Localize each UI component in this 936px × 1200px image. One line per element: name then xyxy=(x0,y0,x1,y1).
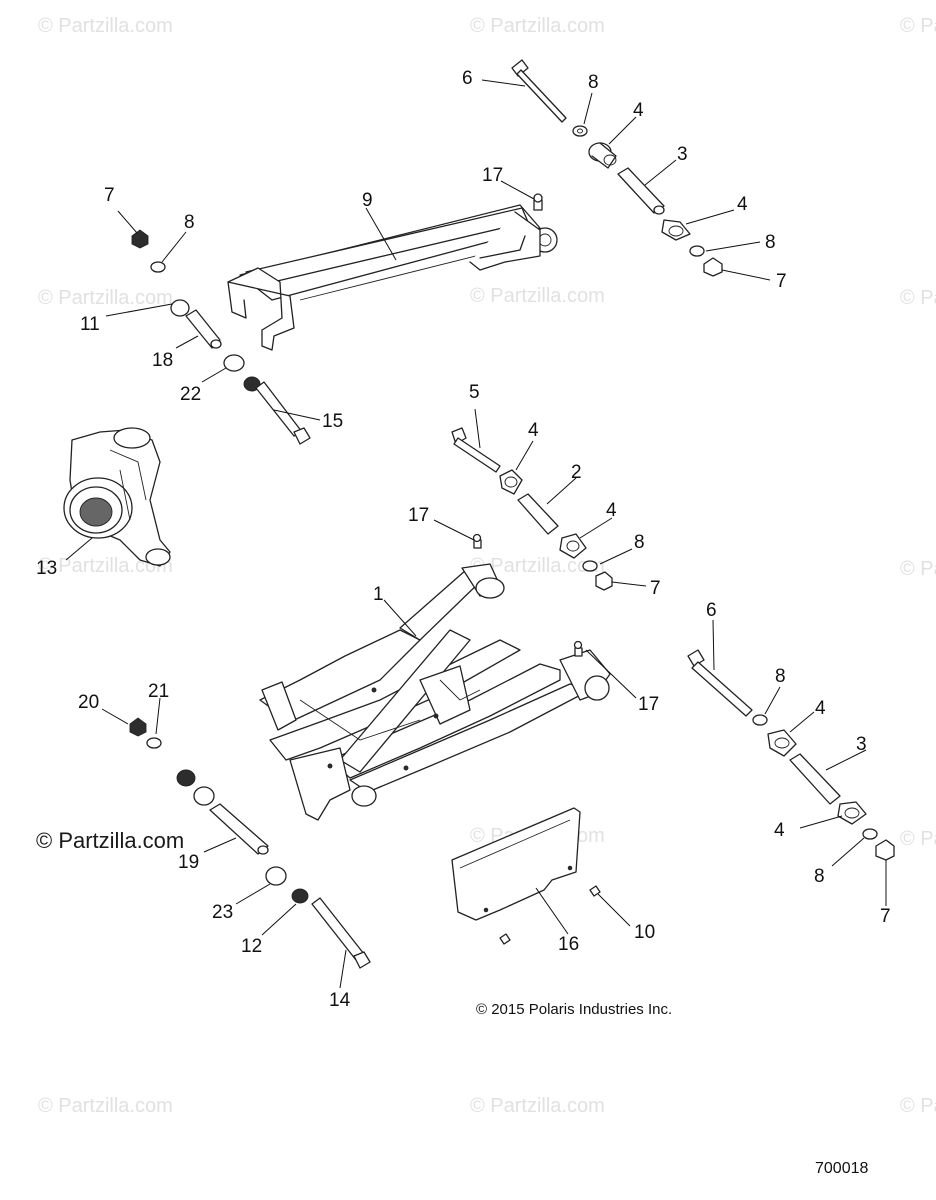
hardware-set-lower-left xyxy=(129,717,371,969)
callout-5: 5 xyxy=(469,382,480,403)
callout-4: 4 xyxy=(774,820,785,841)
callout-22: 22 xyxy=(180,384,201,405)
callout-3: 3 xyxy=(677,144,688,165)
callout-4: 4 xyxy=(528,420,539,441)
callout-labels: 6 8 4 3 4 8 7 17 9 7 8 11 18 22 15 13 5 … xyxy=(36,68,891,1011)
callout-16: 16 xyxy=(558,934,579,955)
upper-control-arm-part-9 xyxy=(227,204,558,351)
callout-8: 8 xyxy=(814,866,825,887)
hardware-set-lower-right xyxy=(687,649,895,861)
callout-2: 2 xyxy=(571,462,582,483)
watermark: © Partzilla.com xyxy=(38,555,173,577)
figure-id: 700018 xyxy=(815,1160,868,1177)
callout-19: 19 xyxy=(178,852,199,873)
copyright-notice: © 2015 Polaris Industries Inc. xyxy=(476,1001,672,1018)
callout-17: 17 xyxy=(408,505,429,526)
callout-8: 8 xyxy=(765,232,776,253)
callout-1: 1 xyxy=(373,584,384,605)
callout-18: 18 xyxy=(152,350,173,371)
callout-7: 7 xyxy=(880,906,891,927)
callout-17: 17 xyxy=(482,165,503,186)
watermark: © Partzilla.com xyxy=(900,15,936,37)
grease-fitting-part-17-top xyxy=(533,193,543,211)
callout-6: 6 xyxy=(706,600,717,621)
callout-7: 7 xyxy=(776,271,787,292)
callout-8: 8 xyxy=(184,212,195,233)
watermark-dark: © Partzilla.com xyxy=(36,828,184,853)
callout-14: 14 xyxy=(329,990,351,1011)
callout-8: 8 xyxy=(588,72,599,93)
watermark: © Partzilla.com xyxy=(900,558,936,580)
callout-4: 4 xyxy=(737,194,748,215)
callout-6: 6 xyxy=(462,68,473,89)
callout-8: 8 xyxy=(634,532,645,553)
watermark: © Partzilla.com xyxy=(38,15,173,37)
callout-4: 4 xyxy=(606,500,617,521)
callout-15: 15 xyxy=(322,411,343,432)
callout-10: 10 xyxy=(634,922,655,943)
callout-17: 17 xyxy=(638,694,659,715)
callout-20: 20 xyxy=(78,692,99,713)
callout-13: 13 xyxy=(36,558,57,579)
watermark: © Partzilla.com xyxy=(900,828,936,850)
watermark: © Partzilla.com xyxy=(470,15,605,37)
callout-9: 9 xyxy=(362,190,373,211)
watermark: © Partzilla.com xyxy=(900,1095,936,1117)
callout-12: 12 xyxy=(241,936,262,957)
callout-23: 23 xyxy=(212,902,233,923)
watermark: © Partzilla.com xyxy=(470,1095,605,1117)
callout-4: 4 xyxy=(633,100,644,121)
watermark: © Partzilla.com xyxy=(900,287,936,309)
callout-21: 21 xyxy=(148,681,169,702)
lower-control-arm-part-1 xyxy=(259,563,611,821)
watermark: © Partzilla.com xyxy=(38,287,173,309)
callout-3: 3 xyxy=(856,734,867,755)
hardware-set-upper-left xyxy=(131,229,311,445)
bearing-carrier-part-13 xyxy=(63,427,171,567)
leader-lines xyxy=(65,79,887,989)
callout-7: 7 xyxy=(104,185,115,206)
skid-plate-part-16 xyxy=(451,807,601,945)
watermark: © Partzilla.com xyxy=(38,1095,173,1117)
watermark: © Partzilla.com xyxy=(470,555,605,577)
callout-4: 4 xyxy=(815,698,826,719)
grease-fitting-part-17-right xyxy=(573,640,583,657)
callout-7: 7 xyxy=(650,578,661,599)
hardware-set-top-right xyxy=(511,59,723,277)
callout-8: 8 xyxy=(775,666,786,687)
watermark: © Partzilla.com xyxy=(470,285,605,307)
hardware-set-middle xyxy=(451,427,613,591)
callout-11: 11 xyxy=(80,314,100,335)
